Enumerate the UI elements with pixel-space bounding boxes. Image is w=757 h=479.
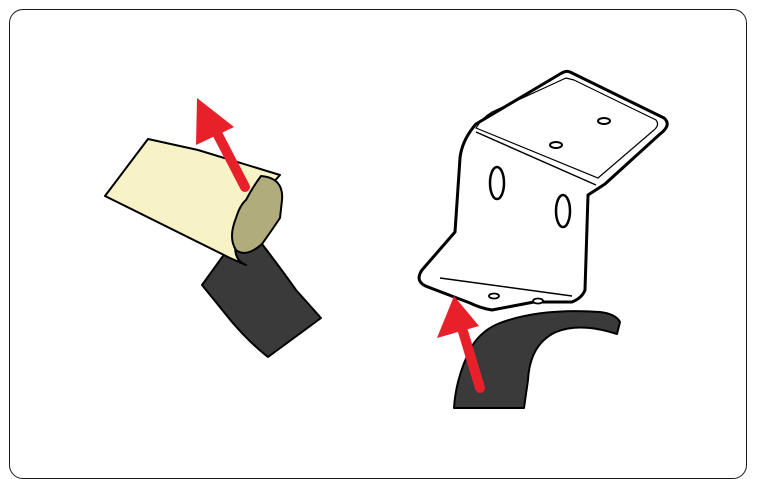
bracket-hole [549,141,563,149]
illustration-frame [9,9,747,479]
bracket-hole [597,117,611,125]
arrow-up-icon [196,98,250,192]
instruction-illustration [104,69,669,409]
bracket-inner-outline [475,77,659,179]
bracket-fold-bottom [439,277,573,297]
bracket-slot [554,193,572,229]
tape-foam-layer [201,237,322,358]
bracket-hole [532,297,544,305]
tape-liner-peel [231,175,284,254]
bracket-tape-foam [453,310,621,409]
bracket-hole [488,292,500,300]
bracket-slot [488,165,506,201]
adhesive-tape-strip-icon [104,98,322,358]
mounting-bracket-icon [417,69,669,409]
bracket-fold-top [475,131,597,186]
bracket-body [417,69,669,312]
arrow-up-icon [437,296,485,393]
